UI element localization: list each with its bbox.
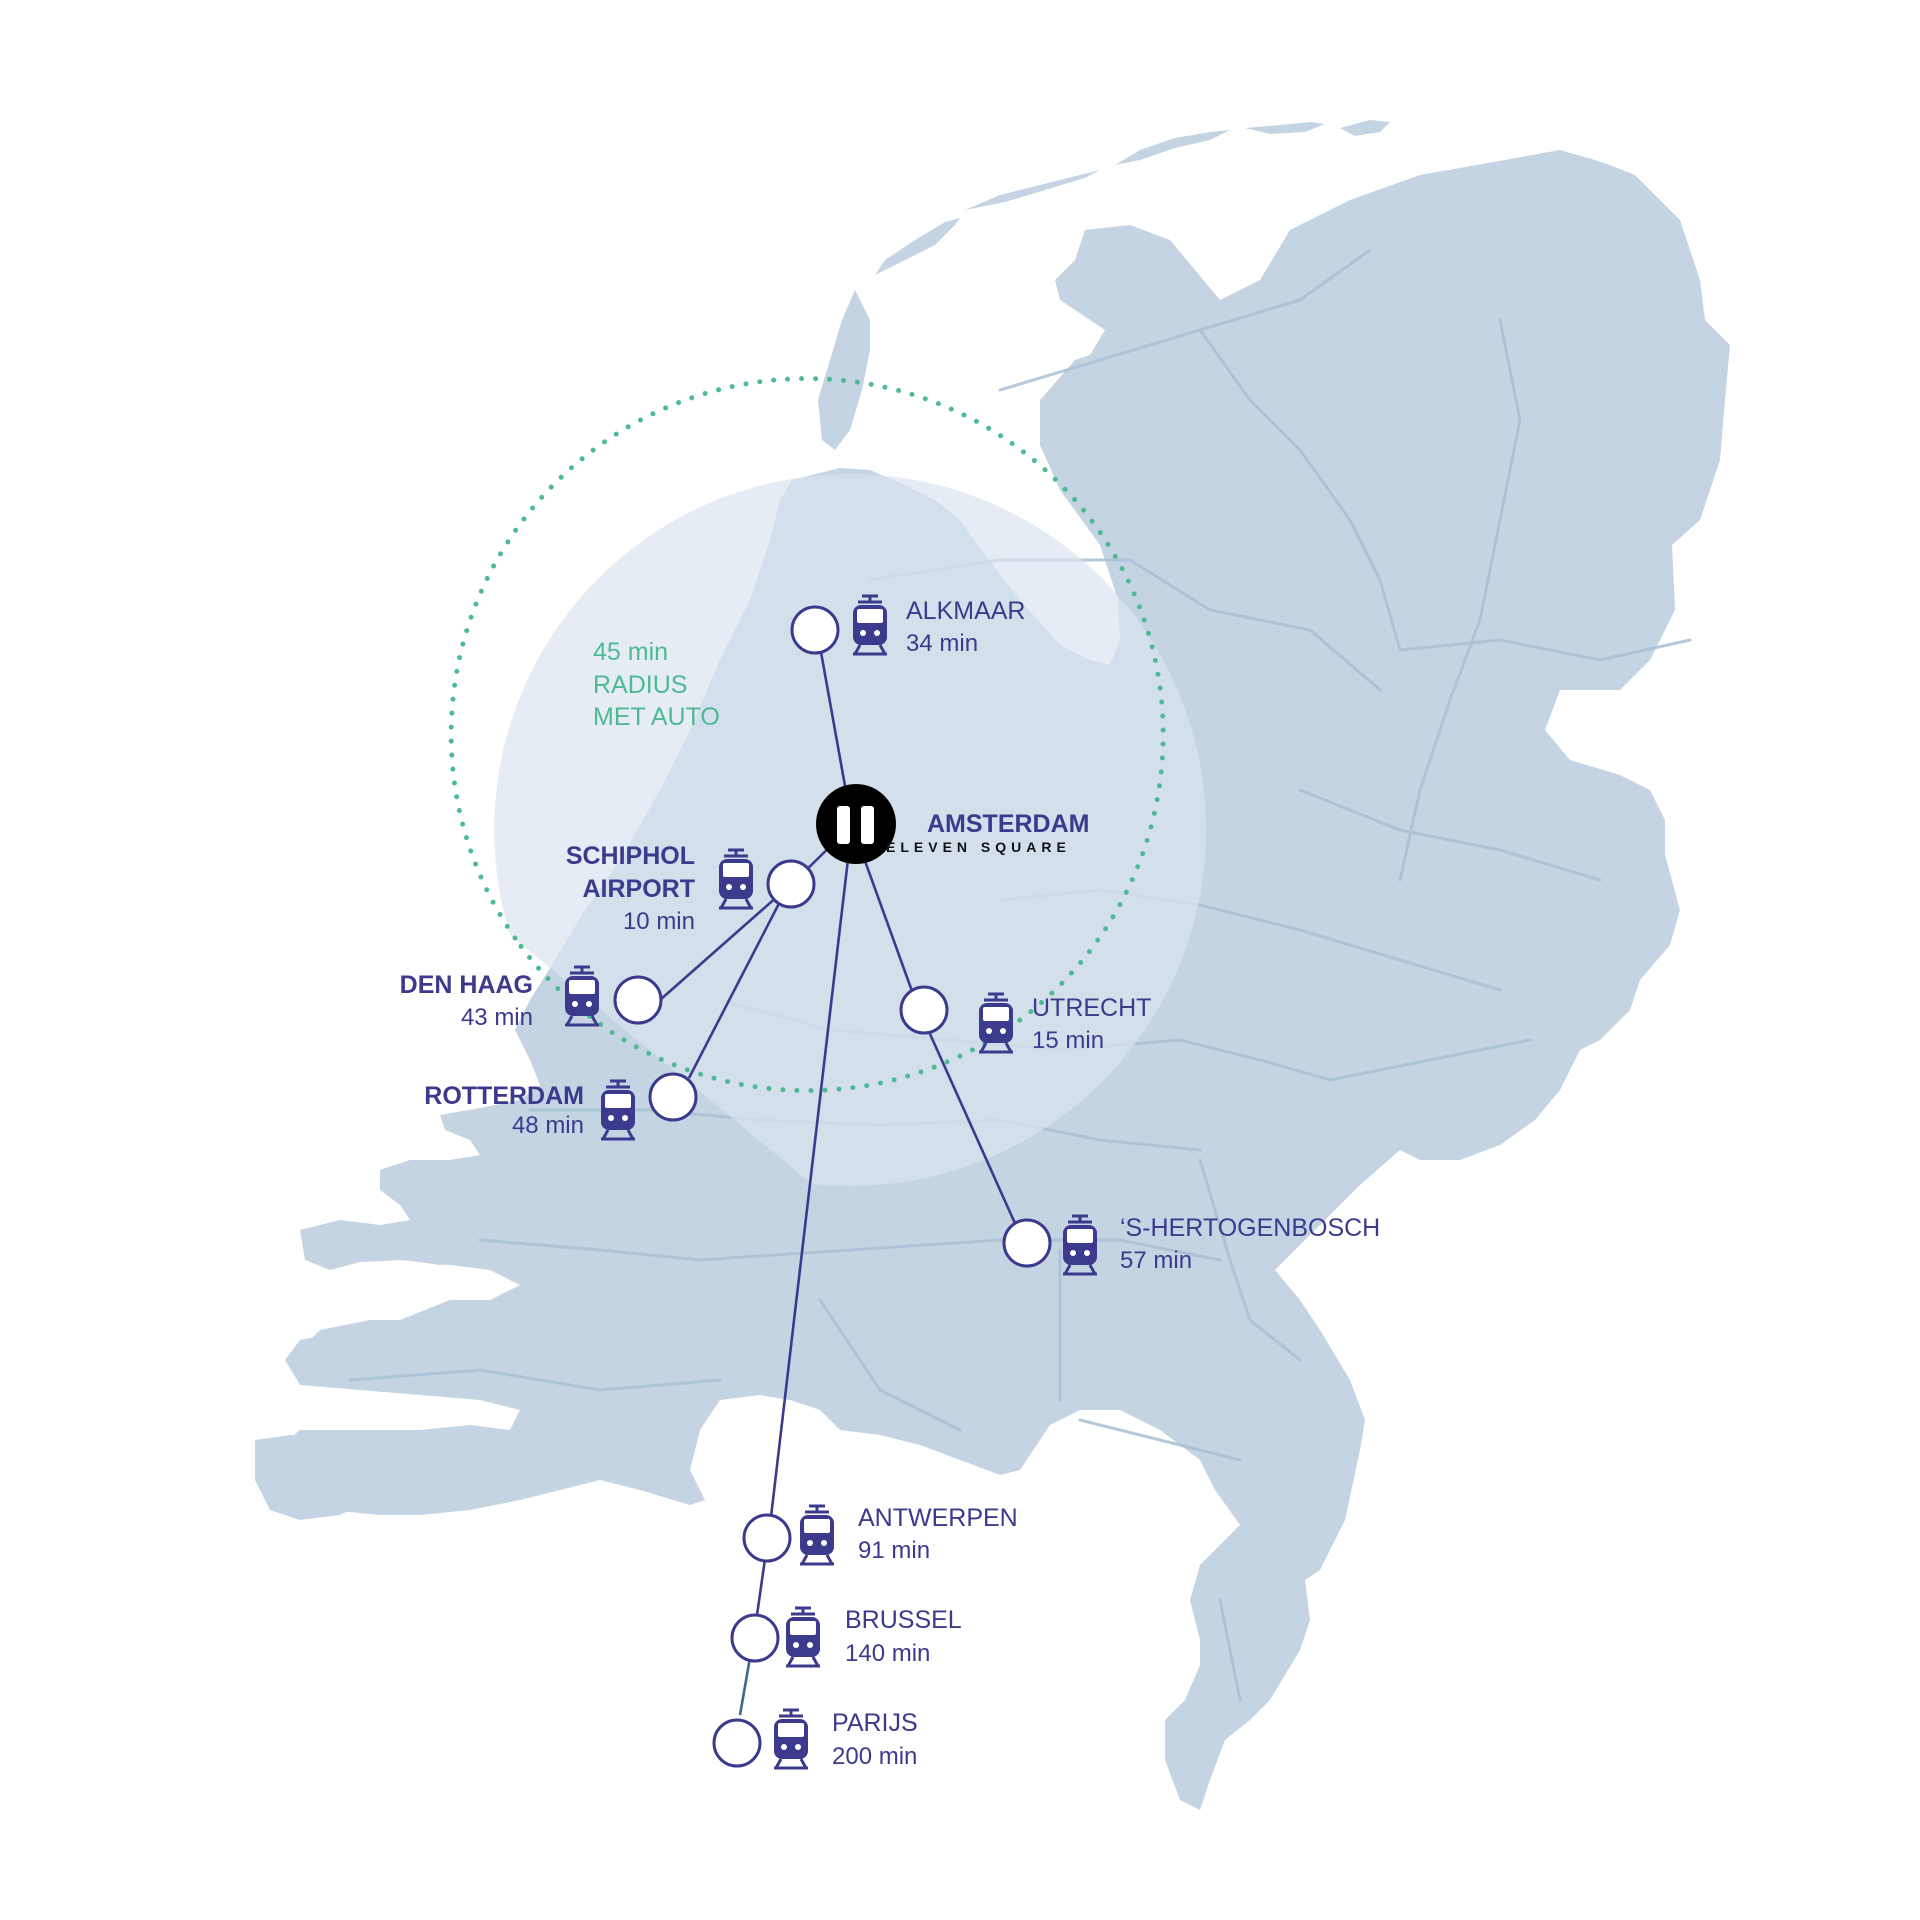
station-name-antwerpen: ANTWERPEN: [858, 1504, 1018, 1532]
train-icon: [798, 1504, 836, 1566]
station-marker-s-hertogenbosch: [1002, 1218, 1052, 1268]
station-name-schiphol-1: SCHIPHOL: [566, 842, 695, 870]
station-marker-utrecht: [899, 985, 949, 1035]
station-markers: [613, 605, 1052, 1768]
route-antwerpen: [769, 824, 854, 1518]
station-marker-parijs: [712, 1718, 762, 1768]
station-name-den-haag: DEN HAAG: [400, 971, 533, 999]
route-den-haag: [659, 887, 788, 1001]
station-time-rotterdam: 48 min: [512, 1112, 584, 1139]
station-time-s-hertogenbosch: 57 min: [1120, 1247, 1192, 1274]
route-s-hertogenbosch: [915, 1004, 1020, 1231]
station-name-brussel: BRUSSEL: [845, 1606, 962, 1634]
hub-brand: ELEVEN SQUARE: [886, 839, 1071, 855]
station-name-alkmaar: ALKMAAR: [906, 597, 1025, 625]
station-time-utrecht: 15 min: [1032, 1027, 1104, 1054]
station-time-brussel: 140 min: [845, 1640, 930, 1667]
train-icon: [784, 1606, 822, 1668]
station-marker-den-haag: [613, 975, 663, 1025]
radius-label-line3: MET AUTO: [593, 703, 720, 731]
station-time-antwerpen: 91 min: [858, 1537, 930, 1564]
station-marker-rotterdam: [648, 1072, 698, 1122]
station-marker-brussel: [730, 1613, 780, 1663]
station-time-schiphol: 10 min: [623, 908, 695, 935]
station-name-s-hertogenbosch: ‘S-HERTOGENBOSCH: [1120, 1214, 1380, 1242]
train-icon: [772, 1708, 810, 1770]
station-time-parijs: 200 min: [832, 1743, 917, 1770]
station-marker-alkmaar: [790, 605, 840, 655]
station-name-rotterdam: ROTTERDAM: [424, 1082, 584, 1110]
route-rotterdam: [687, 887, 789, 1079]
station-name-parijs: PARIJS: [832, 1709, 918, 1737]
station-time-den-haag: 43 min: [461, 1004, 533, 1031]
station-marker-schiphol: [766, 859, 816, 909]
radius-label-line1: 45 min: [593, 638, 668, 666]
station-name-schiphol-2: AIRPORT: [583, 875, 696, 903]
station-marker-antwerpen: [742, 1513, 792, 1563]
station-time-alkmaar: 34 min: [906, 630, 978, 657]
pause-logo-icon: [816, 784, 896, 864]
station-name-utrecht: UTRECHT: [1032, 994, 1151, 1022]
hub-amsterdam: AMSTERDAM ELEVEN SQUARE: [816, 784, 1090, 864]
hub-name: AMSTERDAM: [927, 810, 1090, 838]
radius-label-line2: RADIUS: [593, 671, 687, 699]
